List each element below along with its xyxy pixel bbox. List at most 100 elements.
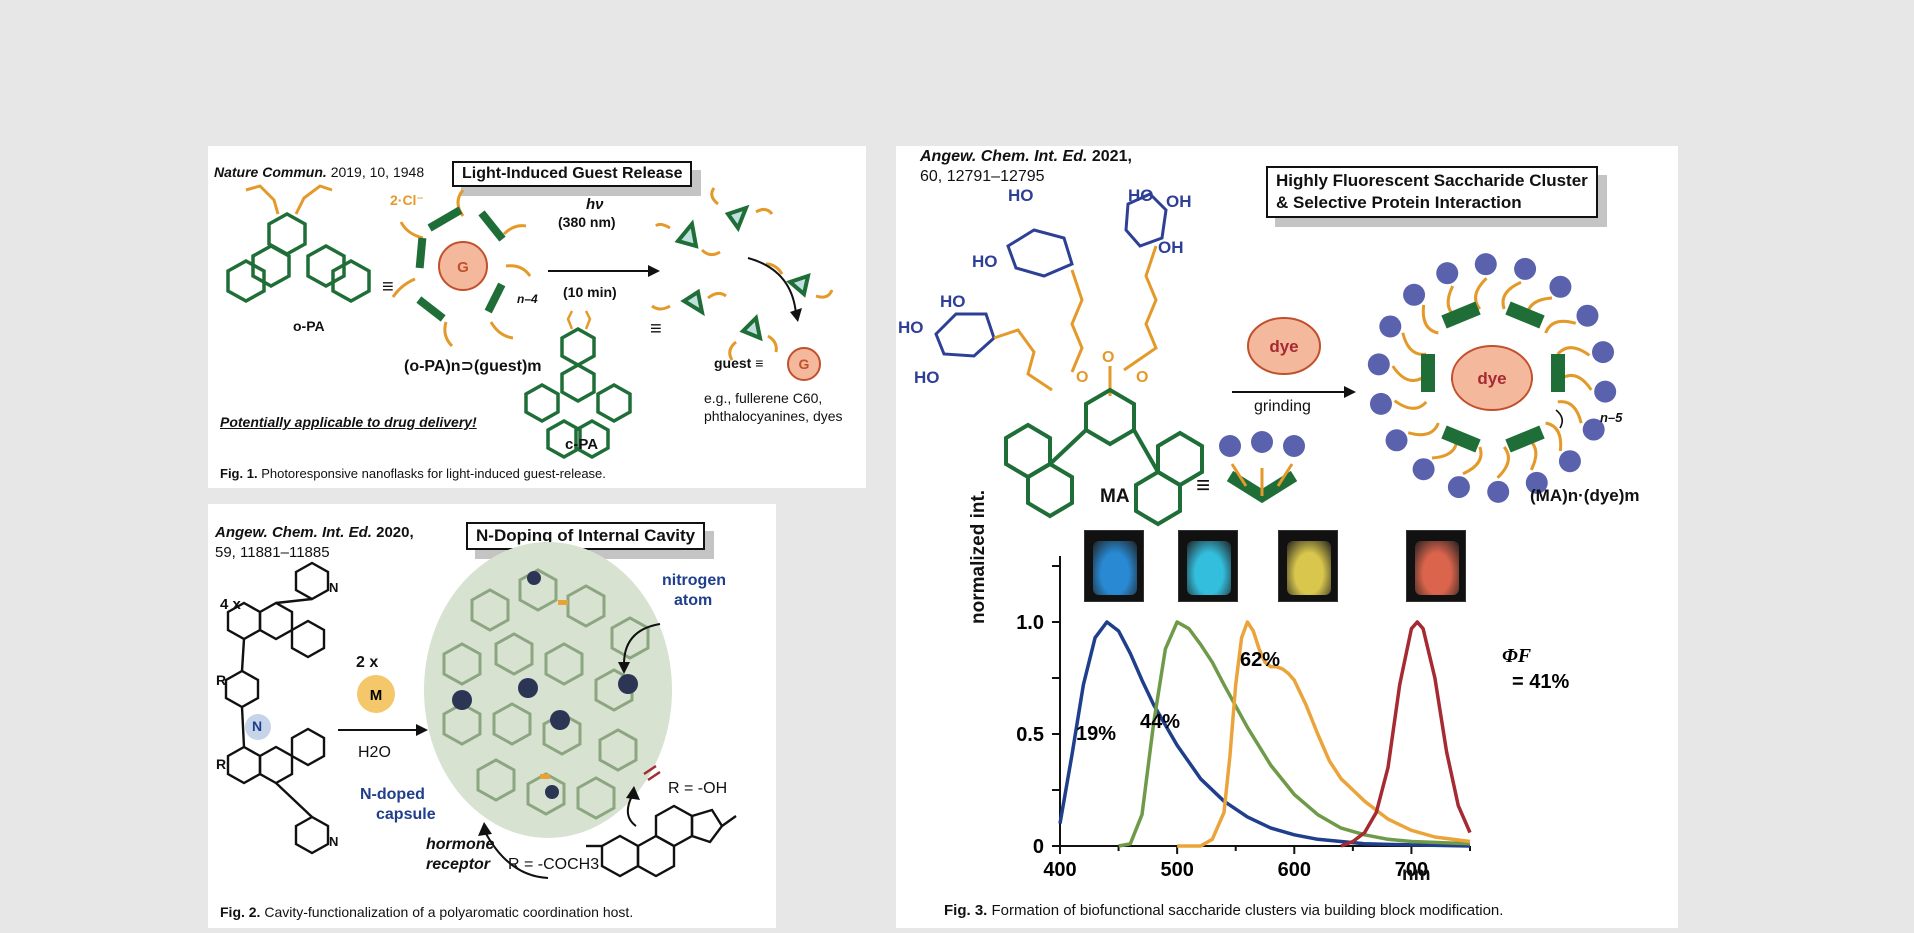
cluster-sugar-bead bbox=[1474, 253, 1497, 276]
chart-labels: 19%44%62%ΦF= 41% bbox=[1076, 645, 1569, 745]
fig3-equiv: ≡ bbox=[1196, 472, 1211, 499]
cluster-sugar-bead bbox=[1403, 283, 1426, 306]
cluster-sugar-bead bbox=[1367, 353, 1390, 376]
cluster-linker bbox=[1544, 319, 1577, 334]
released-fragments bbox=[651, 187, 834, 361]
fig2-pyridine-n-bottom: N bbox=[329, 834, 339, 849]
fig1-journal: Nature Commun. bbox=[214, 164, 327, 180]
cluster-sugar-bead bbox=[1582, 418, 1605, 441]
fig3-scheme: O O O dye dye bbox=[934, 192, 1617, 527]
steroid-structure bbox=[586, 804, 737, 878]
x-tick-label: 700 bbox=[1395, 859, 1428, 881]
ligand-structure bbox=[224, 561, 330, 855]
fig2-pyridine-n-top: N bbox=[329, 580, 339, 595]
fig1-chloride-label: 2·Cl⁻ bbox=[390, 192, 424, 208]
fig1-time-label: (10 min) bbox=[563, 284, 617, 300]
fig2-nitrogen-label: nitrogen bbox=[662, 572, 726, 589]
fig1-header: Light-Induced Guest Release bbox=[452, 161, 693, 187]
y-tick-label: 0.5 bbox=[1016, 724, 1044, 746]
fig1-caption-label: Fig. 1. bbox=[220, 466, 258, 481]
x-tick-label: 400 bbox=[1043, 859, 1076, 881]
ma-symbol-icon bbox=[1219, 431, 1305, 504]
cluster-linker bbox=[1557, 400, 1583, 424]
fig1-guest-examples-line2: phthalocyanines, dyes bbox=[704, 408, 843, 424]
vial-glow bbox=[1093, 541, 1137, 595]
fig3-hydroxyl-label-1: HO bbox=[1008, 186, 1034, 205]
fig2-caption-label: Fig. 2. bbox=[220, 904, 261, 920]
fig2-hormone-label: hormone bbox=[426, 836, 495, 853]
cluster-linker bbox=[1556, 346, 1591, 357]
fig1-opa-label: o-PA bbox=[293, 318, 325, 334]
fig2-r-label-bottom: R bbox=[216, 756, 227, 772]
x-tick-label: 600 bbox=[1278, 859, 1311, 881]
fig3-complex-label: (MA)n·(dye)m bbox=[1530, 486, 1640, 505]
fig2-caption: Fig. 2. Cavity-functionalization of a po… bbox=[220, 904, 633, 920]
fig1-complex-label: (o-PA)n⊃(guest)m bbox=[404, 358, 542, 375]
figure-2-panel: Angew. Chem. Int. Ed. 2020, 59, 11881–11… bbox=[208, 504, 776, 928]
fig3-header-line1: Highly Fluorescent Saccharide Cluster bbox=[1276, 171, 1588, 190]
fig2-year: 2020, bbox=[376, 524, 414, 541]
fig3-grinding-label: grinding bbox=[1254, 398, 1311, 415]
fig1-caption: Fig. 1. Photoresponsive nanoflasks for l… bbox=[220, 466, 606, 481]
y-tick-label: 0 bbox=[1033, 836, 1044, 858]
x-tick-label: 500 bbox=[1160, 859, 1193, 881]
cluster-linker bbox=[1421, 304, 1439, 335]
series-label-4: = 41% bbox=[1512, 671, 1569, 693]
dye-icon bbox=[1247, 317, 1321, 375]
chart-series bbox=[1058, 620, 1472, 848]
fig2-2x-label: 2 x bbox=[356, 654, 379, 671]
fig1-n4-label: n–4 bbox=[517, 292, 538, 306]
chart-x-axis-unit: nm bbox=[1402, 864, 1431, 885]
fig2-ndoped-label: N-doped bbox=[360, 786, 425, 803]
fig2-nitrogen-symbol: N bbox=[252, 718, 263, 734]
fig2-citation-line2: 59, 11881–11885 bbox=[215, 544, 330, 561]
metal-ion-icon bbox=[357, 675, 395, 713]
fig2-atom-label: atom bbox=[674, 592, 713, 609]
fluorescence-vial-4 bbox=[1406, 530, 1466, 602]
fig2-header: N-Doping of Internal Cavity bbox=[466, 522, 706, 550]
fluorescence-vial-3 bbox=[1278, 530, 1338, 602]
fig3-year: 2021, bbox=[1091, 148, 1132, 165]
fig2-receptor-label: receptor bbox=[426, 856, 491, 873]
cluster-sugar-bead bbox=[1525, 471, 1548, 494]
fig1-citation-details: 2019, 10, 1948 bbox=[330, 164, 425, 180]
vial-glow bbox=[1187, 541, 1231, 595]
fig1-guest-examples-line1: e.g., fullerene C60, bbox=[704, 390, 823, 406]
fig3-hydroxyl-label-5: HO bbox=[914, 368, 940, 387]
saccharide-cluster: dye bbox=[1367, 253, 1617, 503]
cluster-sugar-bead bbox=[1436, 262, 1459, 285]
cluster-sugar-bead bbox=[1379, 315, 1402, 338]
fig3-citation-line2: 60, 12791–12795 bbox=[920, 168, 1045, 185]
chart-y-axis-label: normalized int. bbox=[968, 489, 989, 624]
fig1-hv-label: hν bbox=[586, 196, 604, 213]
guest-legend-symbol: G bbox=[799, 356, 810, 372]
figure-3-panel: Angew. Chem. Int. Ed. 2021, 60, 12791–12… bbox=[896, 146, 1678, 928]
fig2-citation-line1: Angew. Chem. Int. Ed. 2020, bbox=[215, 524, 414, 541]
metal-symbol: M bbox=[370, 687, 383, 704]
fig2-r-oh-label: R = -OH bbox=[668, 780, 728, 797]
figure-1-panel: Nature Commun. 2019, 10, 1948 Light-Indu… bbox=[208, 146, 866, 488]
cluster-sugar-bead bbox=[1514, 257, 1537, 280]
series-label-1: 19% bbox=[1076, 723, 1116, 745]
fig1-cpa-label: c-PA bbox=[565, 436, 599, 453]
cluster-sugar-bead bbox=[1576, 304, 1599, 327]
complex-guest-symbol: G bbox=[457, 259, 469, 276]
fig3-hydroxyl-label-2: HO bbox=[972, 252, 998, 271]
cluster-sugar-bead bbox=[1447, 476, 1470, 499]
fig2-caption-text: Cavity-functionalization of a polyaromat… bbox=[264, 904, 634, 920]
cluster-sugar-bead bbox=[1549, 275, 1572, 298]
fig3-caption-text: Formation of biofunctional saccharide cl… bbox=[991, 902, 1504, 919]
fig3-n5-label: n–5 bbox=[1600, 410, 1623, 425]
ether-oxygen-2: O bbox=[1102, 349, 1114, 366]
vial-glow bbox=[1415, 541, 1459, 595]
cluster-sugar-bead bbox=[1592, 341, 1615, 364]
fig2-4x-label: 4 x bbox=[220, 596, 241, 613]
guest-circle-icon bbox=[787, 347, 821, 381]
cluster-sugar-bead bbox=[1412, 458, 1435, 481]
fluorescence-vial-2 bbox=[1178, 530, 1238, 602]
spectrum-series-4 bbox=[1340, 620, 1472, 848]
fig1-equiv-1: ≡ bbox=[382, 276, 394, 298]
cluster-sugar-bead bbox=[1369, 392, 1392, 415]
linker-chains bbox=[993, 245, 1158, 396]
fig1-citation: Nature Commun. 2019, 10, 1948 bbox=[214, 164, 424, 180]
